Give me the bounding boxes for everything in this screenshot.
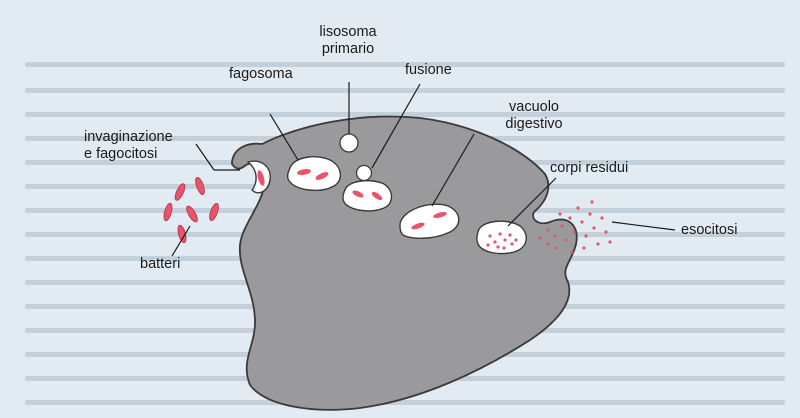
invagination-site [246,160,271,194]
bacterium [257,170,265,186]
digestive-vacuole [399,203,460,239]
exocytosis-particles [538,200,612,254]
leader-lines [171,82,676,257]
cell-body [231,115,578,411]
label-fusione: fusione [405,62,452,78]
label-batteri: batteri [140,256,181,272]
primary-lysosome [339,133,359,153]
fusion-vesicle [342,164,393,212]
label-esocitosi: esocitosi [681,222,738,238]
residual-body [476,220,527,255]
free-bacteria [163,177,219,244]
label-lisosoma-primario: lisosoma primario [319,24,377,57]
label-vacuolo-digestivo: vacuolo digestivo [505,99,563,132]
phagosome [287,156,341,192]
label-fagosoma: fagosoma [229,66,293,82]
label-invaginazione: invaginazione e fagocitosi [84,129,173,162]
label-corpi-residui: corpi residui [550,160,629,176]
